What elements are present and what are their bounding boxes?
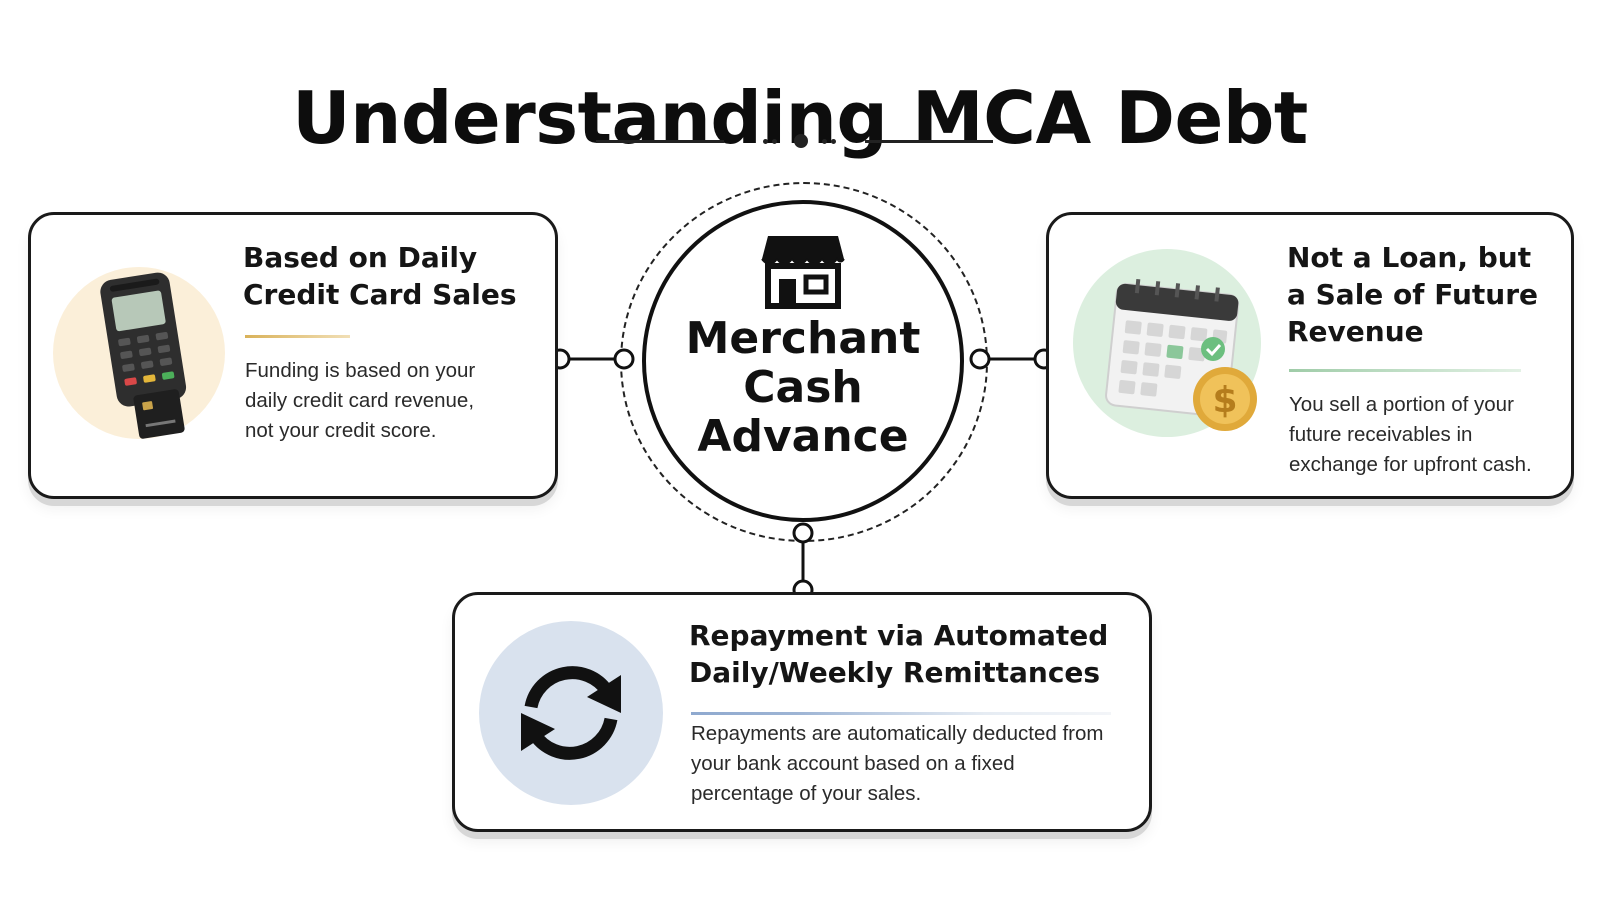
divider-dot bbox=[831, 139, 836, 144]
card-icon-badge bbox=[479, 621, 663, 805]
refresh-cycle-icon bbox=[521, 666, 621, 760]
connector-node bbox=[969, 348, 991, 370]
card-title: Not a Loan, but a Sale of Future Revenue bbox=[1287, 239, 1538, 350]
center-title-line: Advance bbox=[697, 411, 909, 462]
card-body-line: Repayments are automatically deducted fr… bbox=[691, 722, 1104, 745]
divider-dot bbox=[794, 134, 808, 148]
card-title-line: a Sale of Future bbox=[1287, 278, 1538, 311]
divider-dot bbox=[772, 139, 777, 144]
card-body-line: not your credit score. bbox=[245, 419, 437, 442]
card-body: You sell a portion of your future receiv… bbox=[1289, 390, 1532, 480]
card-body: Repayments are automatically deducted fr… bbox=[691, 719, 1103, 809]
card-body-line: Funding is based on your bbox=[245, 359, 476, 382]
card-body: Funding is based on your daily credit ca… bbox=[245, 356, 475, 446]
card-body-line: daily credit card revenue, bbox=[245, 389, 475, 412]
card-body-line: future receivables in bbox=[1289, 423, 1473, 446]
card-body-line: percentage of your sales. bbox=[691, 782, 922, 805]
card-title-line: Not a Loan, but bbox=[1287, 241, 1532, 274]
card-body-line: You sell a portion of your bbox=[1289, 393, 1514, 416]
center-title-line: Cash bbox=[743, 362, 863, 413]
card-accent-line bbox=[245, 335, 350, 338]
connector-node bbox=[613, 348, 635, 370]
svg-text:$: $ bbox=[1212, 380, 1237, 421]
card-title: Repayment via Automated Daily/Weekly Rem… bbox=[689, 617, 1108, 691]
divider-dot bbox=[822, 139, 827, 144]
card-title-line: Revenue bbox=[1287, 315, 1424, 348]
card-title-line: Credit Card Sales bbox=[243, 278, 517, 311]
title-divider-right bbox=[865, 140, 993, 143]
card-accent-line bbox=[691, 712, 1111, 715]
calendar-coin-icon: $ bbox=[1105, 278, 1257, 431]
card-sale-of-revenue: $ Not a Loan, but a Sale of Future Reven… bbox=[1046, 212, 1574, 499]
card-repayment: Repayment via Automated Daily/Weekly Rem… bbox=[452, 592, 1152, 832]
card-title-line: Daily/Weekly Remittances bbox=[689, 656, 1101, 689]
card-title-line: Based on Daily bbox=[243, 241, 478, 274]
card-accent-line bbox=[1289, 369, 1521, 372]
card-title: Based on Daily Credit Card Sales bbox=[243, 239, 516, 313]
card-title-line: Repayment via Automated bbox=[689, 619, 1109, 652]
title-divider-left bbox=[596, 140, 724, 143]
center-title: Merchant Cash Advance bbox=[642, 314, 964, 461]
storefront-icon bbox=[761, 236, 845, 309]
connector-node bbox=[792, 522, 814, 544]
card-daily-sales: Based on Daily Credit Card Sales Funding… bbox=[28, 212, 558, 499]
center-title-line: Merchant bbox=[685, 313, 921, 364]
divider-dot bbox=[763, 139, 768, 144]
card-body-line: exchange for upfront cash. bbox=[1289, 453, 1532, 476]
card-body-line: your bank account based on a fixed bbox=[691, 752, 1015, 775]
card-terminal-icon bbox=[100, 272, 187, 439]
